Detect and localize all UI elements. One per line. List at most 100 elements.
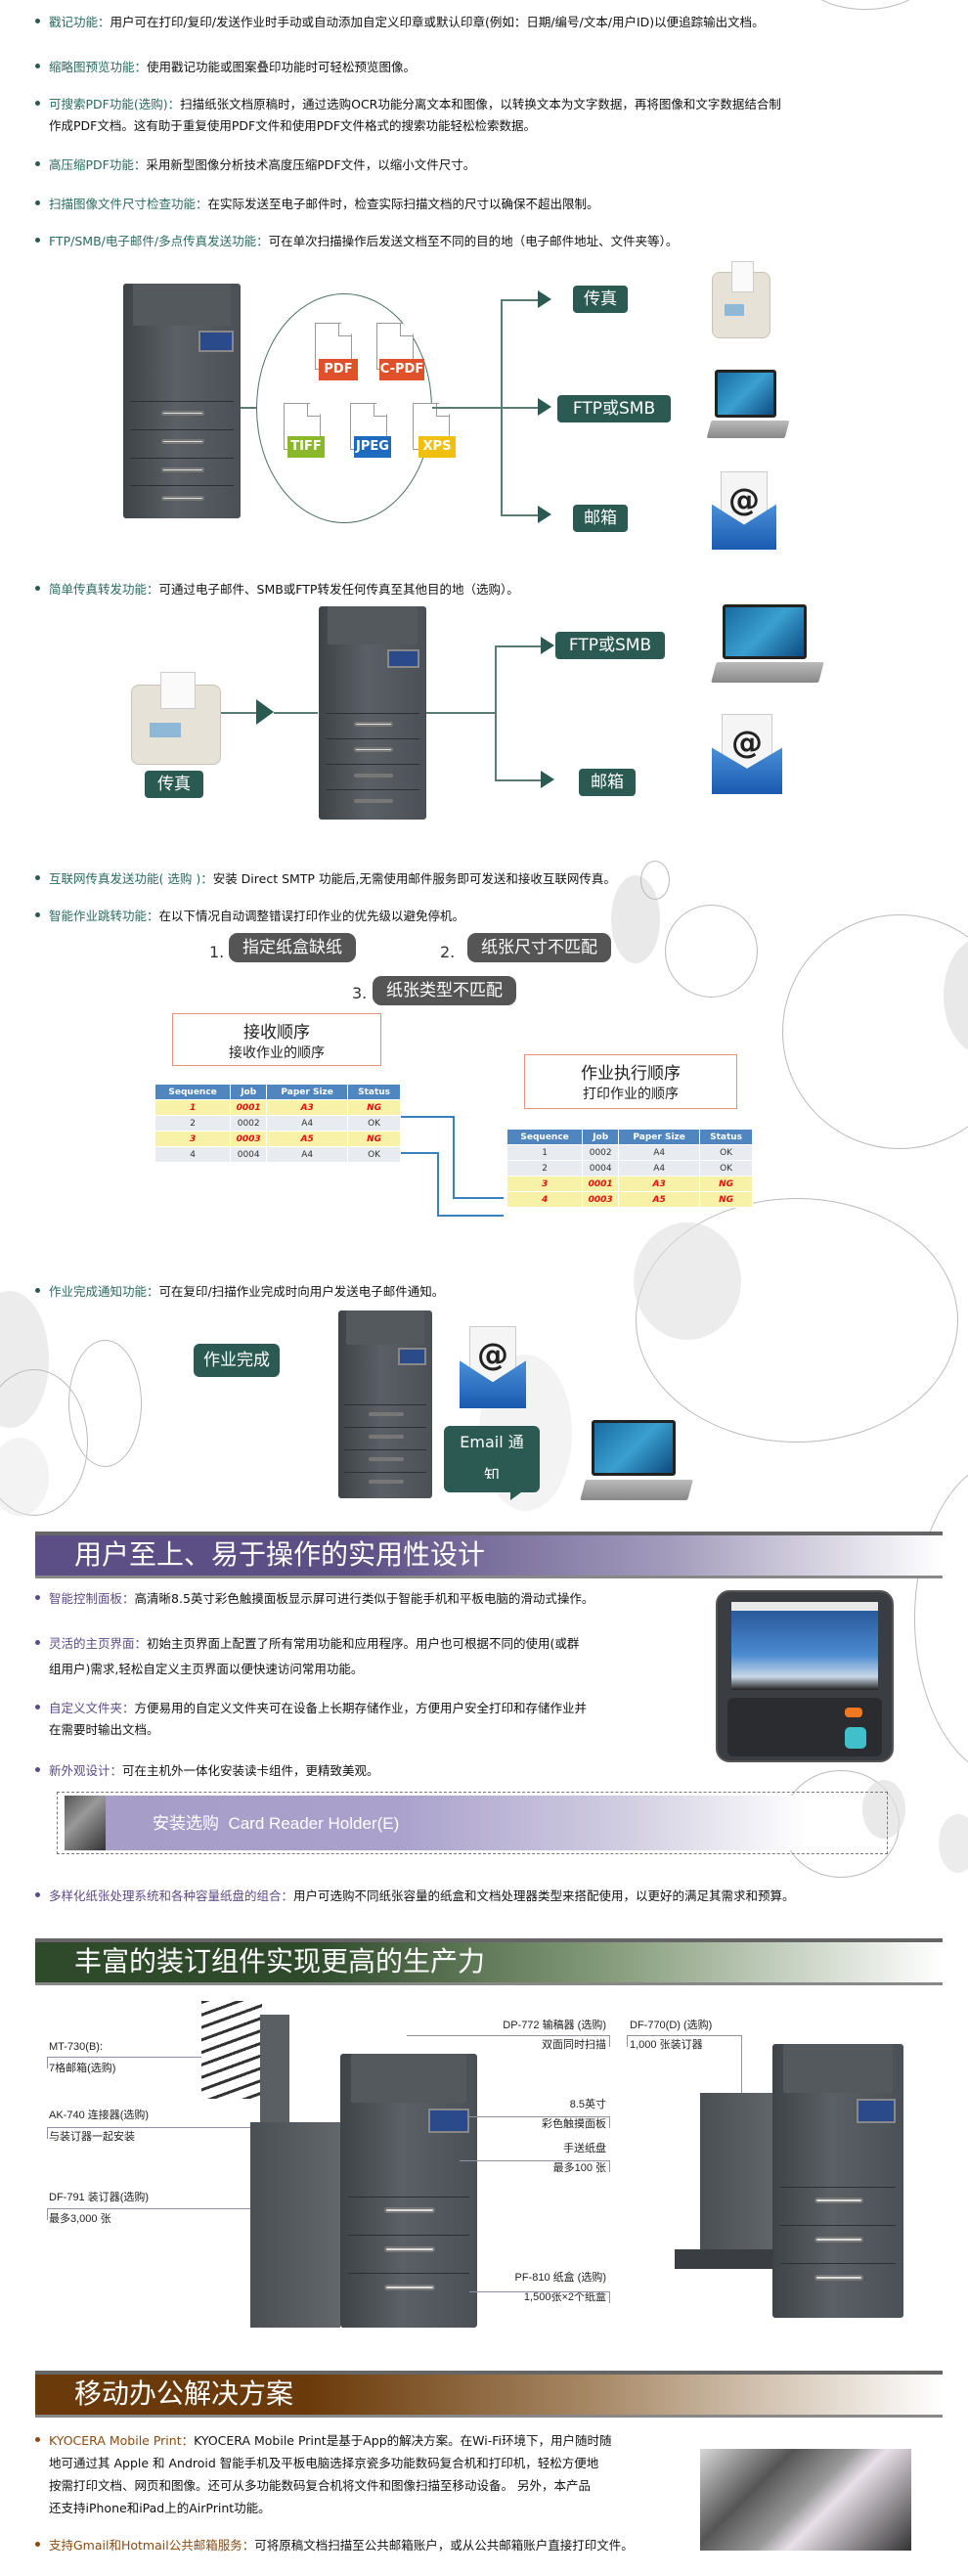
feature-mobile-print: KYOCERA Mobile Print：KYOCERA Mobile Prin… xyxy=(35,2429,710,2519)
feature-job-skip: 智能作业跳转功能：在以下情况自动调整错误打印作业的优先级以避免停机。 xyxy=(35,906,935,927)
bullet-dot xyxy=(35,586,40,591)
reorder-arrow xyxy=(453,1116,455,1198)
mailbox-trays xyxy=(201,2001,262,2099)
decor-circle xyxy=(68,1340,142,1467)
bullet-dot xyxy=(35,1288,40,1293)
reorder-arrow xyxy=(453,1197,504,1199)
bullet-dot xyxy=(35,912,40,917)
bullet-dot xyxy=(35,875,40,880)
callout-touch-panel: 8.5英寸 彩色触摸面板 xyxy=(542,2099,606,2130)
bullet-dot xyxy=(35,64,40,68)
decor-circle xyxy=(782,914,968,1149)
card-reader-box xyxy=(57,1792,888,1854)
section-header-finishing: 丰富的装订组件实现更高的生产力 xyxy=(35,1938,943,1985)
condition-pill: 指定纸盒缺纸 xyxy=(229,933,356,962)
arrow-right-icon xyxy=(538,290,551,308)
decor-circle xyxy=(634,1222,741,1340)
connector-line xyxy=(495,645,497,779)
fax-machine-icon xyxy=(131,671,221,765)
df791-finisher xyxy=(250,2122,340,2328)
condition-number: 3. xyxy=(352,984,368,1002)
feature-thumbnail: 缩略图预览功能：使用戳记功能或图案叠印功能时可轻松预览图像。 xyxy=(35,57,935,78)
reorder-arrow xyxy=(401,1152,438,1154)
connector-line xyxy=(501,514,540,516)
callout-line xyxy=(627,2035,628,2047)
dest-fax-tag: 传真 xyxy=(573,286,628,313)
callout-line xyxy=(467,2116,610,2117)
bullet-dot xyxy=(35,19,40,23)
arrow-right-icon xyxy=(510,1469,532,1500)
card-reader-label: 安装选购 Card Reader Holder(E) xyxy=(153,1814,400,1833)
email-icon: @ xyxy=(712,714,782,794)
decor-circle xyxy=(0,1438,49,1516)
bullet-dot xyxy=(35,1705,40,1710)
callout-line xyxy=(741,2035,742,2133)
feature-internet-fax: 互联网传真发送功能( 选购 )：安装 Direct SMTP 功能后,无需使用邮… xyxy=(35,868,935,890)
laptop-icon xyxy=(711,604,824,683)
arrow-right-icon xyxy=(538,506,551,523)
bullet-dot xyxy=(35,1640,40,1645)
mobile-print-photo xyxy=(700,2449,911,2551)
feature-job-notify: 作业完成通知功能：可在复印/扫描作业完成时向用户发送电子邮件通知。 xyxy=(35,1281,935,1303)
condition-number: 1. xyxy=(209,943,225,961)
reorder-arrow xyxy=(437,1215,504,1217)
condition-number: 2. xyxy=(440,943,456,961)
arrow-right-icon xyxy=(469,1479,512,1490)
callout-line xyxy=(407,2035,610,2036)
laptop-icon xyxy=(706,370,790,438)
section-header-usability: 用户至上、易于操作的实用性设计 xyxy=(35,1532,943,1578)
decor-circle xyxy=(862,1780,905,1839)
format-xps: XPS xyxy=(418,436,456,458)
bullet-dot xyxy=(35,1767,40,1772)
feature-searchable-pdf: 可搜索PDF功能(选购)：扫描纸张文档原稿时，通过选购OCR功能分离文本和图像，… xyxy=(35,94,935,137)
arrow-right-icon xyxy=(256,699,274,725)
bullet-dot xyxy=(35,101,40,106)
bullet-dot xyxy=(35,238,40,243)
fax-machine-icon xyxy=(712,261,770,338)
job-done-tag: 作业完成 xyxy=(194,1344,280,1377)
feature-compact-pdf: 高压缩PDF功能：采用新型图像分析技术高度压缩PDF文件，以缩小文件尺寸。 xyxy=(35,155,935,176)
df770-finisher xyxy=(700,2093,778,2259)
callout-df791: DF-791 装订器(选购) 最多3,000 张 xyxy=(49,2192,150,2225)
arrow-right-icon xyxy=(541,637,554,654)
format-cpdf: C-PDF xyxy=(379,359,424,380)
card-reader-photo xyxy=(65,1796,106,1850)
decor-circle xyxy=(939,1814,968,1873)
callout-line xyxy=(609,2291,610,2303)
bullet-dot xyxy=(35,1892,40,1897)
callout-line xyxy=(469,2291,610,2292)
decor-circle xyxy=(665,905,758,998)
callout-line xyxy=(609,2116,610,2128)
reorder-arrow xyxy=(401,1116,454,1118)
callout-line xyxy=(609,2035,610,2047)
format-tiff: TIFF xyxy=(287,436,325,458)
email-icon: @ xyxy=(712,471,776,550)
connector-line xyxy=(241,407,257,409)
email-icon: @ xyxy=(460,1326,526,1408)
decor-circle xyxy=(802,0,929,10)
callout-line xyxy=(47,2208,48,2220)
feature-fax-forward: 简单传真转发功能：可通过电子邮件、SMB或FTP转发任何传真至其他目的地（选购）… xyxy=(35,579,935,600)
mfp-main-image xyxy=(340,2054,477,2328)
feature-home-screen: 灵活的主页界面：初始主页界面上配置了所有常用功能和应用程序。用户也可根据不同的使… xyxy=(35,1633,710,1680)
callout-pf810: PF-810 纸盒 (选购) 1,500张×2个纸盒 xyxy=(514,2272,606,2303)
feature-new-design: 新外观设计：可在主机外一体化安装读卡组件，更精致美观。 xyxy=(35,1760,710,1782)
connector-line xyxy=(426,712,495,714)
start-key xyxy=(845,1727,866,1749)
control-panel-image xyxy=(716,1590,894,1762)
condition-pill: 纸张尺寸不匹配 xyxy=(467,933,611,962)
arrow-right-icon xyxy=(538,398,551,416)
callout-line xyxy=(47,2127,340,2128)
connector-line xyxy=(495,645,544,647)
callout-line xyxy=(460,2160,610,2161)
mfp-side-image xyxy=(772,2044,903,2318)
callout-ak740: AK-740 连接器(选购) 与装订器一起安装 xyxy=(49,2110,150,2143)
